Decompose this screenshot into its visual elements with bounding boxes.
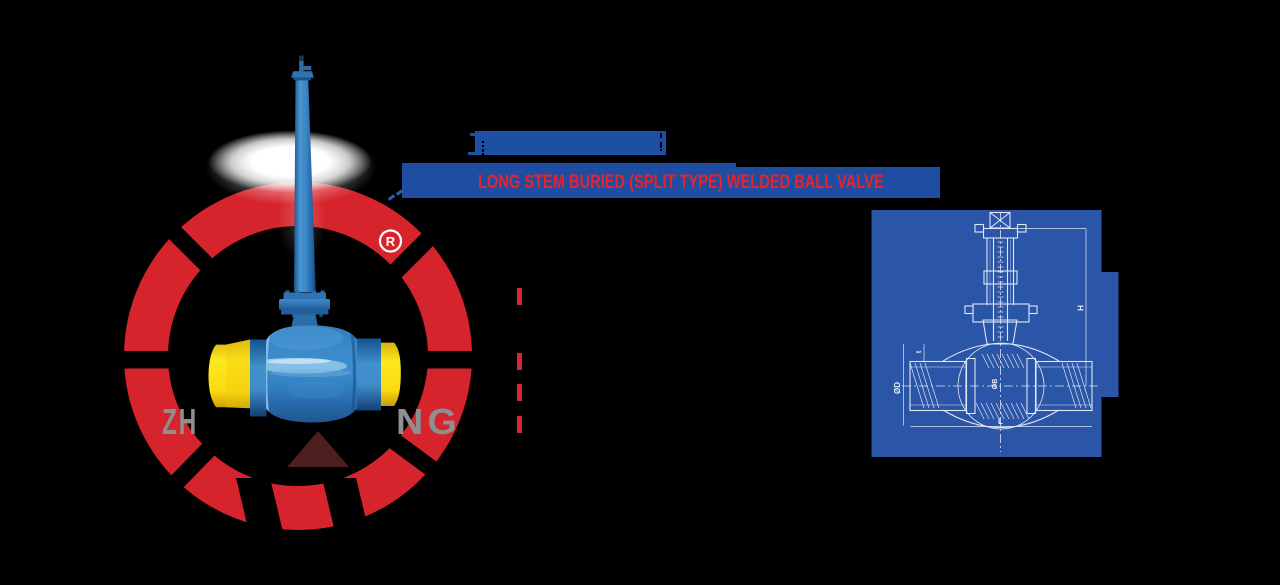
svg-text:NG: NG (396, 402, 461, 442)
svg-text:H: H (1077, 305, 1086, 311)
svg-text:L: L (998, 417, 1003, 426)
svg-text:ØD: ØD (893, 382, 902, 394)
svg-text:t: t (916, 350, 923, 353)
svg-text:ØB: ØB (992, 379, 999, 390)
svg-text:ZH: ZH (162, 401, 198, 442)
svg-text:R: R (386, 234, 396, 249)
